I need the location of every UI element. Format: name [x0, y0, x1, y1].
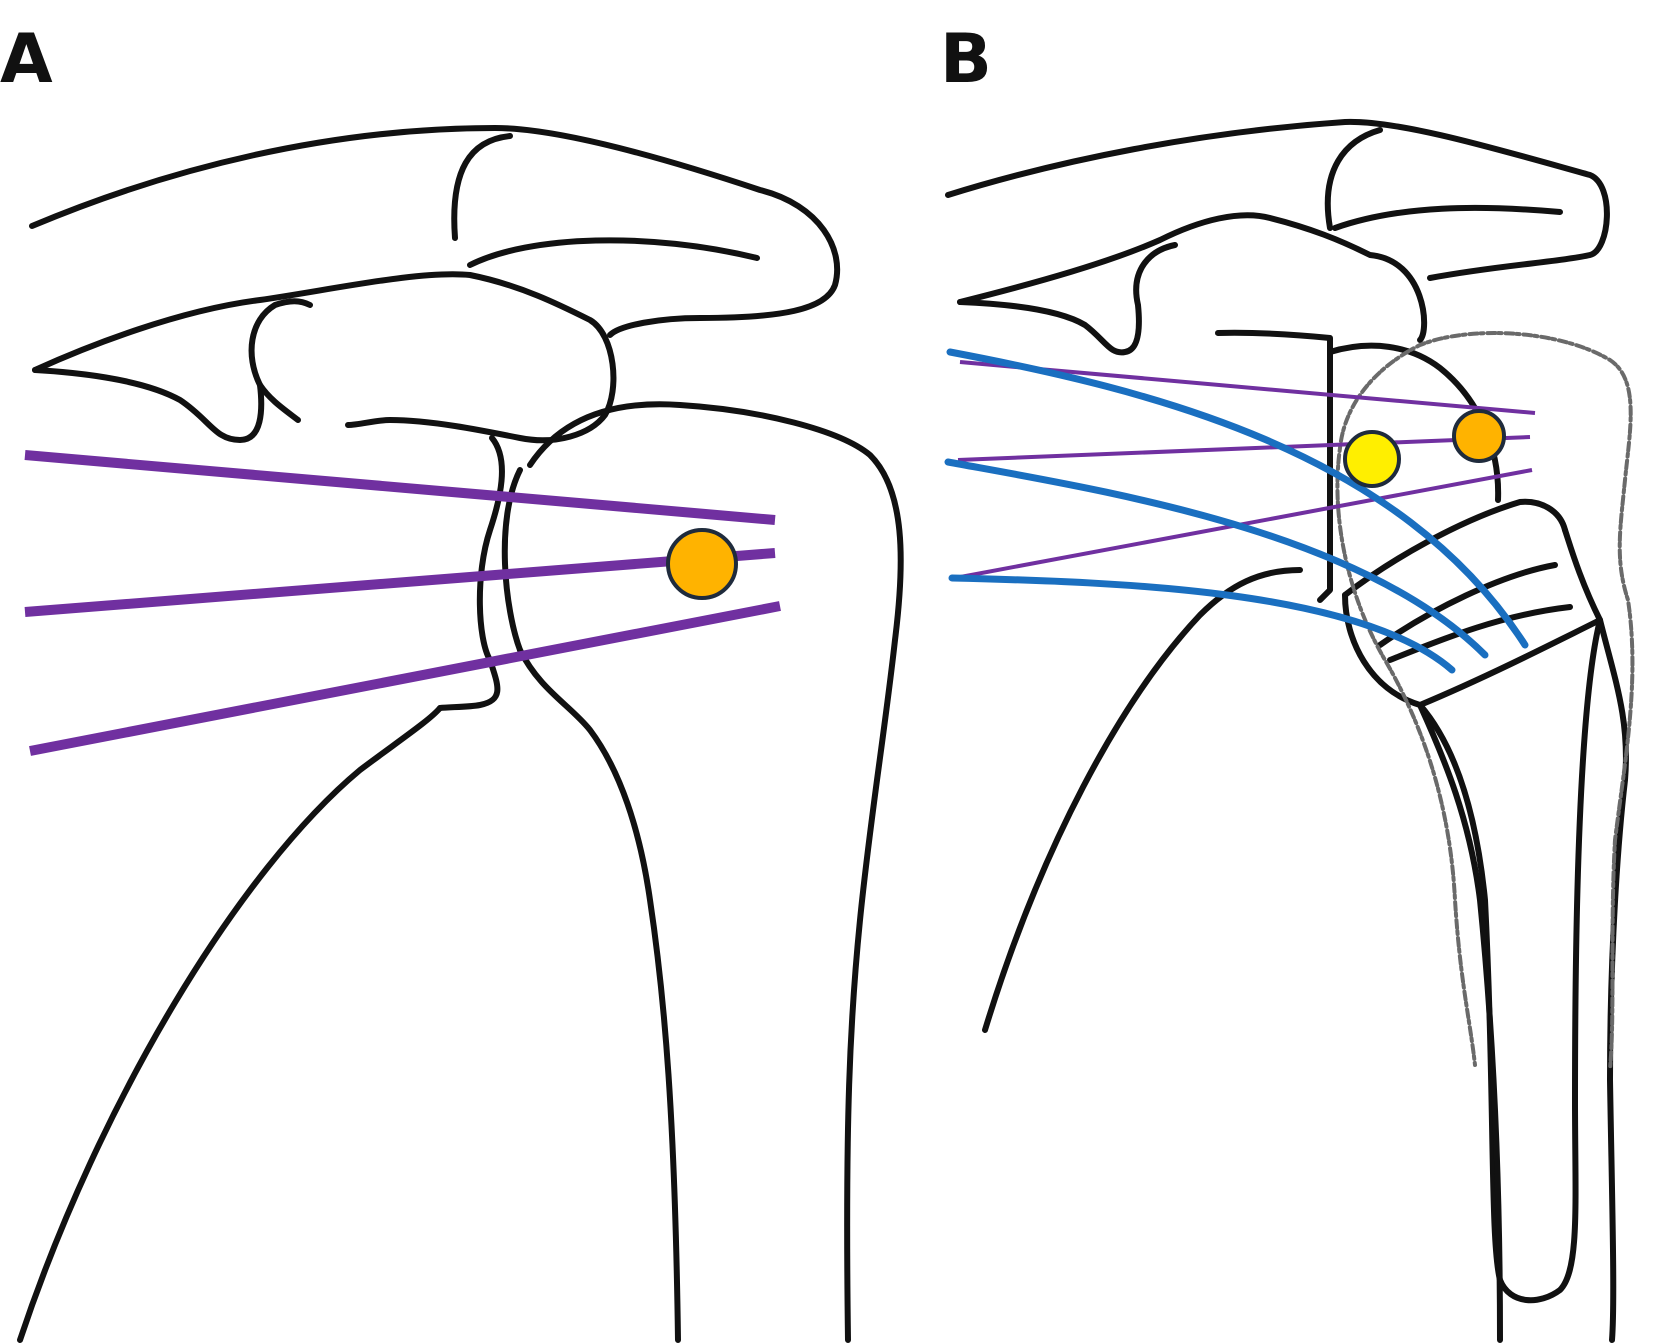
panel-b-orange-marker: [1452, 409, 1506, 463]
panel-b-coracoid: [957, 212, 1428, 343]
panel-b-prosthesis-base: [1342, 527, 1603, 708]
panel-a-acromion: [451, 133, 513, 241]
panel-b: B: [940, 20, 1635, 1343]
panel-a-humeral-head: [527, 401, 904, 1343]
panel-b-blue-curve-3: [948, 574, 1456, 674]
panel-b-purple-lines: [954, 360, 1536, 580]
panel-b-clavicle: [945, 118, 1610, 281]
panel-b-prosthesis-collar-1: [1377, 562, 1558, 648]
panel-a-coracoid-tip: [32, 367, 265, 443]
panel-a-clavicle: [29, 125, 841, 338]
panel-b-stem-shaft: [1417, 617, 1603, 1304]
panel-b-native-humerus-outline: [1335, 331, 1635, 1072]
panel-a: A: [0, 20, 904, 1343]
panel-a-purple-line-2: [24, 548, 776, 617]
panel-b-prosthesis-collar-2: [1387, 604, 1573, 663]
panel-b-glenoid-bracket: [1215, 329, 1333, 603]
panel-b-scapula-border: [982, 567, 1303, 1033]
panel-b-purple-line-2: [957, 435, 1531, 462]
panel-a-scapula-border: [17, 705, 443, 1343]
panel-a-coracoid-notch: [248, 298, 313, 423]
panel-label-a: A: [0, 20, 53, 99]
panel-b-acromion: [1324, 127, 1563, 231]
panel-label-b: B: [940, 20, 992, 99]
panel-b-yellow-marker: [1343, 430, 1401, 488]
panel-a-glenoid-inner: [501, 467, 523, 653]
panel-a-purple-line-1: [24, 450, 776, 525]
panel-a-orange-marker: [666, 528, 738, 600]
panel-a-purple-line-3: [29, 601, 781, 756]
panel-b-prosthesis-neck: [1342, 498, 1568, 598]
panel-b-blue-curve-2: [944, 458, 1489, 659]
panel-a-purple-lines: [24, 450, 781, 756]
panel-b-blue-curves: [944, 348, 1529, 674]
panel-a-coracoid: [32, 271, 617, 444]
panel-b-blue-curve-1: [946, 348, 1529, 649]
panel-a-acromion-ridge: [467, 237, 760, 268]
panel-b-coracoid-tip: [957, 242, 1178, 356]
panel-b-humerus-medial: [1417, 702, 1503, 1343]
panel-a-humerus-medial: [517, 647, 681, 1343]
